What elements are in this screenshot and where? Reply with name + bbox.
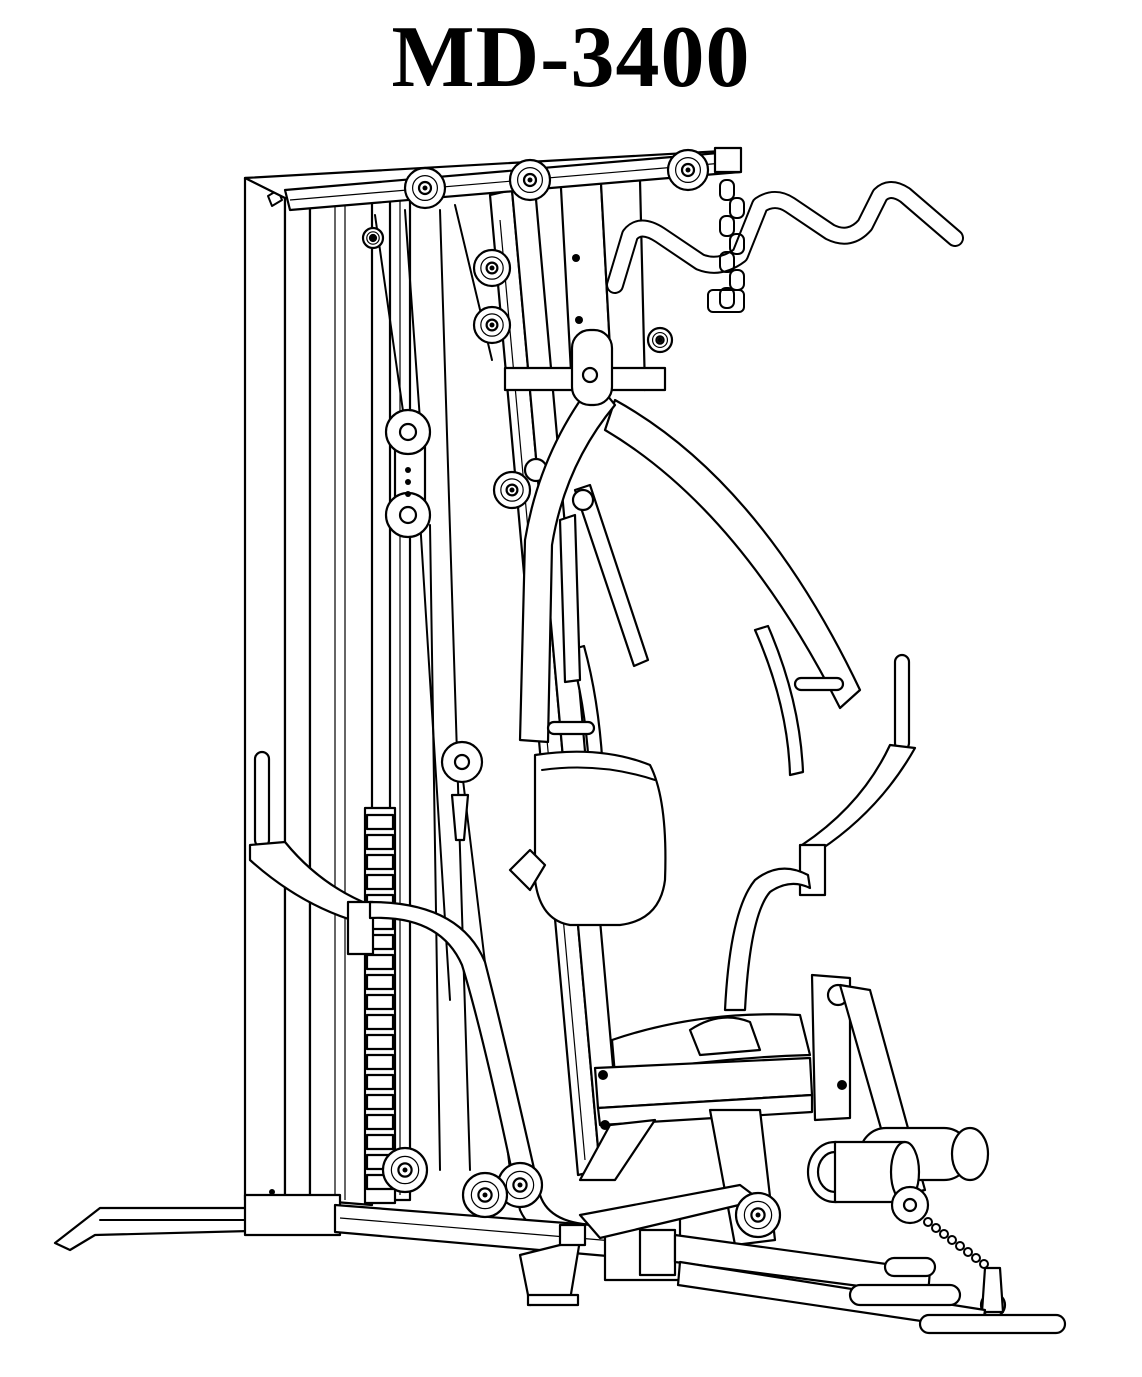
weight-plate — [365, 1013, 395, 1031]
weight-plate — [365, 833, 395, 851]
chain-link — [729, 269, 745, 291]
chain-link — [719, 179, 735, 201]
leg-developer — [806, 973, 1007, 1319]
weight-plate — [365, 993, 395, 1011]
weight-plate — [365, 953, 395, 971]
back-pad — [508, 750, 667, 927]
weight-plate — [365, 873, 395, 891]
base-frame — [53, 1183, 1067, 1335]
chain-link — [947, 1235, 957, 1245]
weight-plate — [365, 1053, 395, 1071]
model-title: MD-3400 — [391, 9, 751, 106]
chain-link — [729, 197, 745, 219]
chain-link — [955, 1241, 965, 1251]
weight-plate — [365, 1073, 395, 1091]
seat-assembly — [578, 1013, 814, 1247]
chain-link — [707, 289, 745, 313]
low-cable-pulley — [440, 740, 484, 842]
weight-plate — [365, 853, 395, 871]
floor-pulley — [461, 1171, 509, 1219]
floor-pulley — [734, 1191, 782, 1239]
floor-pulley — [496, 1161, 544, 1209]
ab-strap — [558, 483, 650, 684]
column-pulley — [492, 470, 532, 510]
weight-plate — [365, 1133, 395, 1151]
weight-stack — [363, 806, 397, 1205]
chain-link — [719, 251, 735, 273]
column-pulley — [472, 248, 512, 288]
floating-pulley-block — [384, 408, 432, 539]
chain-link — [719, 215, 735, 237]
chain-link — [963, 1247, 973, 1257]
lat-pulldown-bar — [606, 179, 964, 313]
weight-plate — [365, 973, 395, 991]
floor-pulley — [381, 1146, 429, 1194]
top-pulleys — [361, 148, 710, 250]
weight-plate — [365, 1093, 395, 1111]
chain-link — [729, 233, 745, 255]
column-pulley — [646, 326, 674, 354]
chain-link — [971, 1253, 981, 1263]
chain-link — [931, 1223, 941, 1233]
chain-link — [923, 1217, 933, 1227]
top-pulley — [403, 166, 447, 210]
column-pulley — [472, 305, 512, 345]
chain-link — [719, 287, 735, 309]
weight-plate — [365, 1033, 395, 1051]
top-pulley — [666, 148, 710, 192]
bottom-pulleys — [381, 1146, 782, 1239]
chain-link — [939, 1229, 949, 1239]
weight-plate — [365, 813, 395, 831]
weight-plate — [365, 1113, 395, 1131]
right-press-handle — [723, 653, 917, 1012]
chain-link — [979, 1259, 989, 1269]
top-pulley — [508, 158, 552, 202]
top-pulley — [361, 226, 385, 250]
